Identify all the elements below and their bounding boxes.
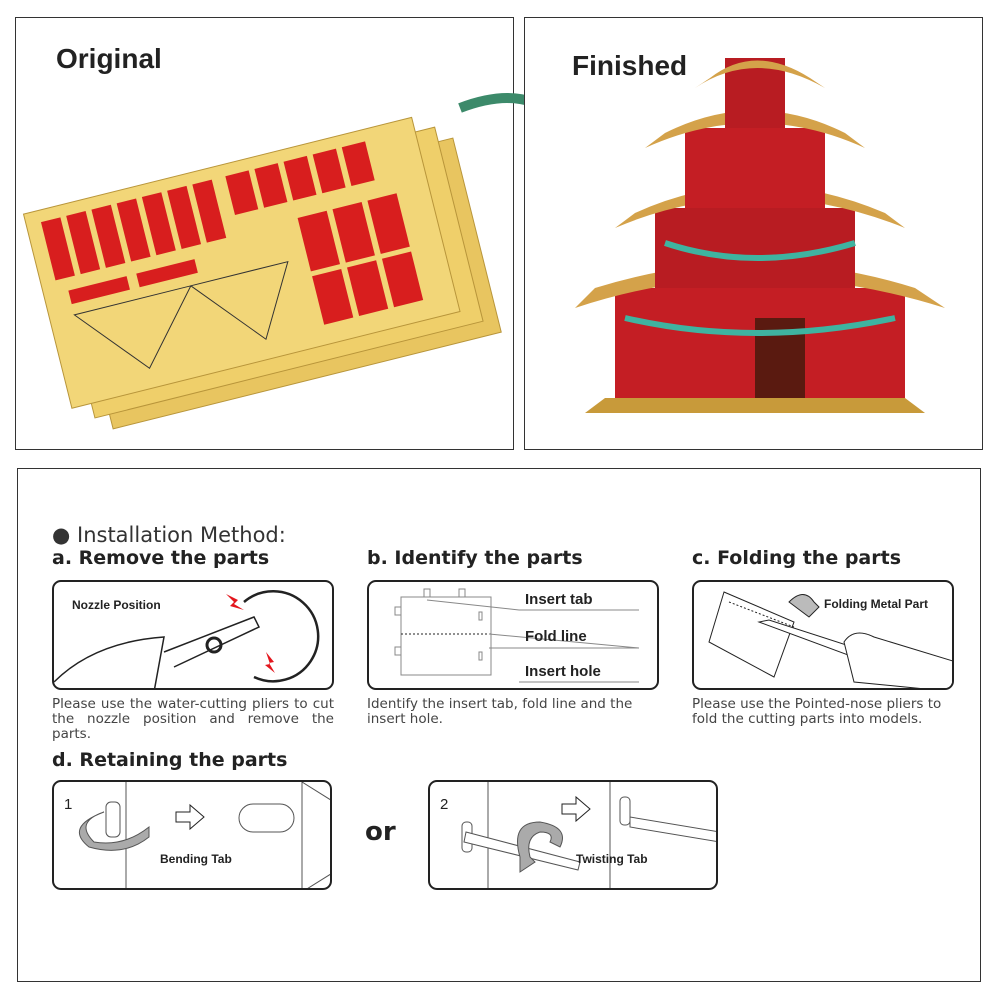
step-b-heading: b. Identify the parts [367,547,583,569]
step-b-illustration: Insert tab Fold line Insert hole [367,580,659,690]
or-label: or [365,817,396,847]
nozzle-position-label: Nozzle Position [72,598,161,612]
step2-number: 2 [440,796,449,813]
original-label: Original [56,43,162,74]
step-c-heading: c. Folding the parts [692,547,902,569]
step-a-illustration: Nozzle Position [52,580,334,690]
installation-title-text: Installation Method: [77,523,286,547]
metal-part-diagram [394,588,640,683]
step-b-caption: Identify the insert tab, fold line and t… [367,696,633,727]
installation-title: ● Installation Method: [52,523,286,547]
step-d2-illustration: 2 Twisting Tab [428,780,718,890]
twisting-tab-label: Twisting Tab [576,852,648,866]
bending-tab-diagram [78,782,330,888]
step1-number: 1 [64,796,73,813]
step-d1-illustration: 1 Bending Tab [52,780,332,890]
insert-hole-label: Insert hole [525,663,601,680]
original-panel: Original [15,17,514,450]
step-a-heading: a. Remove the parts [52,547,270,569]
pliers-icon [54,590,320,688]
pointed-nose-pliers-icon [708,591,952,688]
step-c-illustration: Folding Metal Part [692,580,954,690]
finished-panel: Finished [524,17,983,450]
insert-tab-label: Insert tab [525,591,593,608]
fold-line-label: Fold line [525,628,587,645]
twisting-tab-diagram [461,782,716,888]
step-d-heading: d. Retaining the parts [52,749,288,771]
bending-tab-label: Bending Tab [160,852,232,866]
metal-sheets-image [22,116,502,430]
finished-pagoda-image [575,58,945,413]
installation-panel [17,468,981,982]
step-c-caption: Please use the Pointed-nose pliers to fo… [692,696,942,727]
step-a-caption: Please use the water-cutting pliers to c… [52,696,334,742]
folding-metal-part-label: Folding Metal Part [824,597,929,611]
finished-label: Finished [572,50,688,81]
